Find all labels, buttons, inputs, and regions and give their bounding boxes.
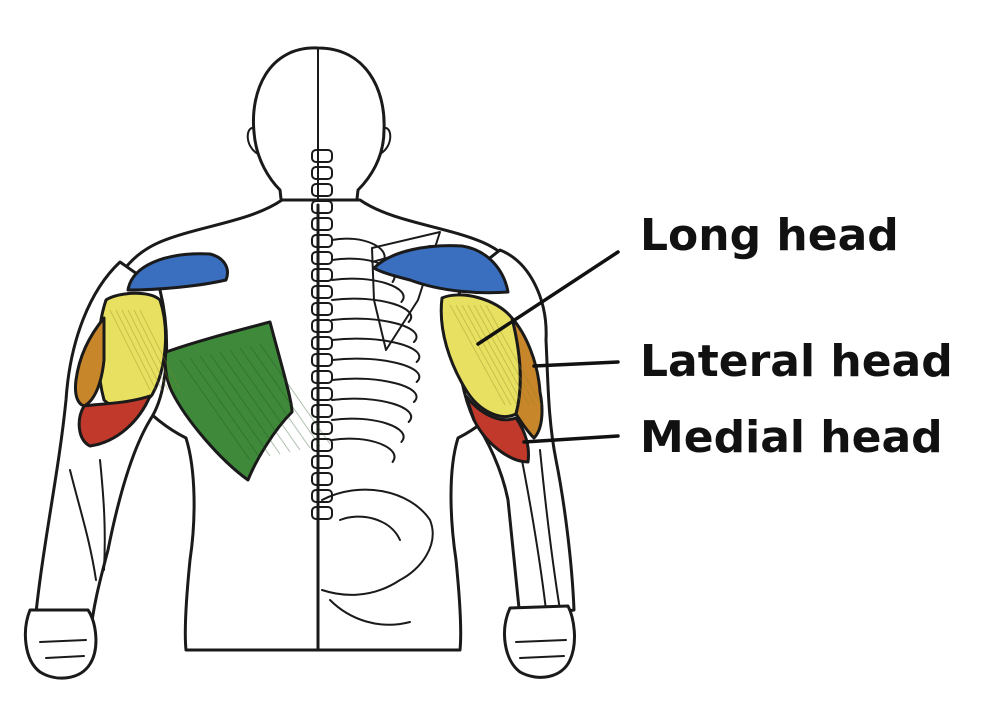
- fibre-line: [109, 309, 151, 391]
- fibre-line: [479, 304, 536, 406]
- fibre-line: [449, 304, 506, 406]
- fibre-line: [229, 349, 301, 451]
- vertebra: [311, 285, 333, 299]
- rib: [331, 317, 418, 343]
- deltoid-left: [126, 252, 229, 292]
- vertebra: [311, 506, 333, 520]
- vertebra: [311, 370, 333, 384]
- fibre-line: [467, 304, 524, 406]
- left-fist: [23, 608, 98, 680]
- medial-head-leader: [522, 434, 620, 444]
- fibre-line: [179, 359, 251, 461]
- fibre-line: [249, 345, 321, 447]
- lateral-head-leader: [532, 360, 620, 368]
- vertebra: [311, 200, 333, 214]
- rib: [331, 437, 396, 463]
- fibre-line: [115, 309, 157, 391]
- fibre-line: [239, 347, 311, 449]
- fibre-line: [189, 357, 261, 459]
- lateral-head-right: [510, 316, 544, 440]
- vertebra: [311, 472, 333, 486]
- ribcage: [331, 237, 421, 463]
- fibre-line: [485, 304, 542, 406]
- fibre-line: [461, 304, 518, 406]
- right-fist: [503, 604, 576, 679]
- fibre-line: [199, 355, 271, 457]
- fibre-line: [219, 351, 291, 453]
- lateral-head-label: Lateral head: [640, 336, 953, 387]
- vertebra: [311, 268, 333, 282]
- muscle-fibres: [109, 304, 542, 461]
- fibre-line: [139, 309, 181, 391]
- lateral-head-left: [74, 316, 106, 408]
- rib: [331, 397, 412, 423]
- long-head-leader: [476, 250, 620, 346]
- fibre-line: [473, 304, 530, 406]
- pelvis: [321, 488, 434, 626]
- vertebra: [311, 404, 333, 418]
- medial-head-left: [77, 394, 152, 448]
- vertebra: [311, 251, 333, 265]
- rib: [331, 377, 418, 403]
- medial-head-label: Medial head: [640, 412, 943, 463]
- medial-head-right: [464, 394, 530, 464]
- latissimus-left: [163, 320, 294, 482]
- vertebra: [311, 438, 333, 452]
- fibre-line: [455, 304, 512, 406]
- vertebra: [311, 455, 333, 469]
- fibre-line: [209, 353, 281, 455]
- vertebra: [311, 336, 333, 350]
- vertebra: [311, 319, 333, 333]
- rib: [331, 417, 405, 443]
- vertebra: [311, 217, 333, 231]
- vertebra: [311, 302, 333, 316]
- rib: [331, 277, 405, 303]
- fibre-line: [133, 309, 175, 391]
- vertebra: [311, 421, 333, 435]
- rib: [331, 357, 421, 383]
- rib: [331, 337, 421, 363]
- rib: [331, 297, 412, 323]
- long-head-left: [96, 291, 168, 410]
- vertebra: [311, 234, 333, 248]
- fibre-line: [127, 309, 169, 391]
- long-head-label: Long head: [640, 210, 899, 261]
- vertebra: [311, 166, 333, 180]
- fibre-line: [121, 309, 163, 391]
- torso: [104, 198, 538, 652]
- fibre-line: [259, 343, 331, 445]
- deltoid-right: [372, 244, 510, 295]
- vertebra: [311, 183, 333, 197]
- vertebra: [311, 149, 333, 163]
- vertebra: [311, 387, 333, 401]
